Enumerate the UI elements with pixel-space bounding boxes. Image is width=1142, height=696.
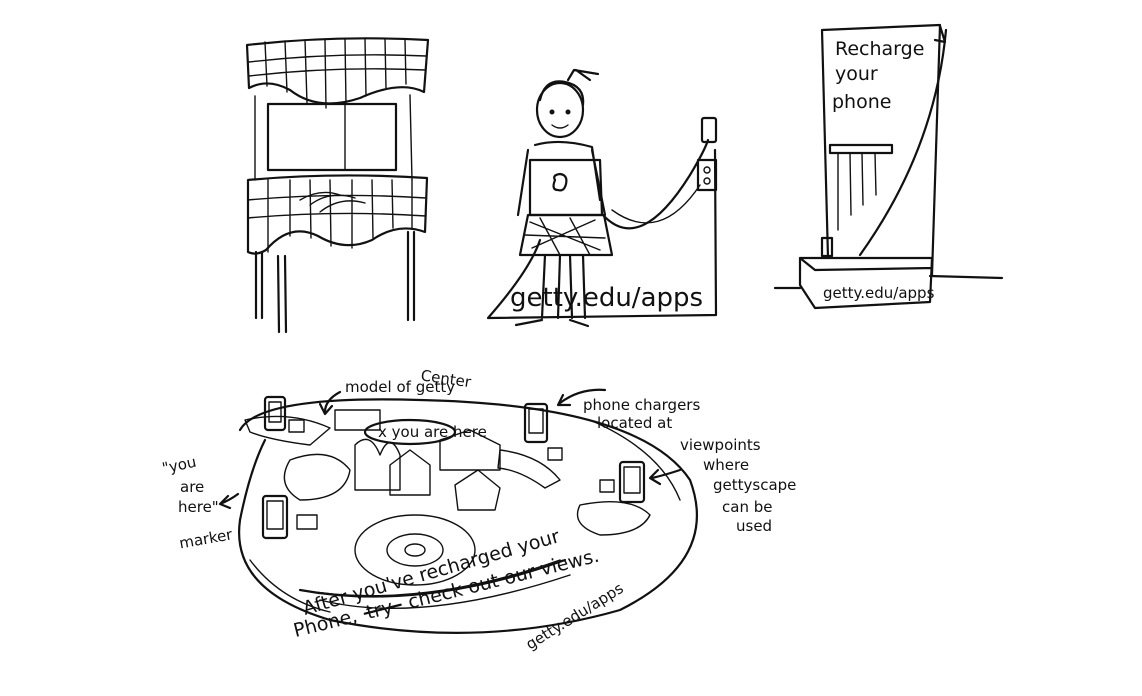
headline-line-1: Recharge — [835, 38, 924, 60]
person-eye-left — [549, 109, 555, 115]
socket-hole-2 — [703, 177, 711, 185]
site-outline-inner — [249, 419, 681, 613]
kiosk-top-valance — [245, 37, 430, 105]
charger-stand — [288, 419, 305, 433]
plaza-east — [576, 500, 651, 536]
central-garden — [354, 514, 476, 586]
phone-screen — [266, 500, 284, 530]
phone-screen — [268, 401, 282, 423]
model-arrow — [318, 390, 342, 416]
kiosk-screen — [266, 102, 398, 172]
kiosk-screen-divider — [254, 94, 413, 181]
charger-cords — [837, 152, 877, 231]
charger-arrow — [556, 388, 607, 407]
you-are-here-marker-label: x you are here — [378, 423, 487, 441]
charger-label-line-6: can be — [722, 498, 772, 516]
phone-icon — [263, 395, 287, 432]
apple-logo-icon — [552, 172, 568, 192]
person-head — [535, 81, 585, 139]
headline-line-3: phone — [832, 91, 891, 113]
charger-label-line-5: gettyscape — [713, 476, 796, 494]
site-path-bold — [298, 558, 567, 598]
caption-strikethrough — [363, 603, 402, 615]
floor-line — [773, 274, 1004, 290]
phone-icon — [618, 460, 646, 504]
charger-stand — [547, 447, 563, 461]
charger-label-line-3: viewpoints — [680, 436, 761, 454]
phone-screen — [528, 408, 544, 434]
site-outline — [238, 398, 698, 634]
building-4 — [439, 429, 501, 471]
building-1 — [354, 438, 401, 491]
charger-label-line-1: phone chargers — [583, 396, 700, 414]
charger-label-line-7: used — [736, 517, 772, 535]
wall-panel — [486, 148, 718, 320]
phone-charger-1 — [263, 395, 305, 433]
tower-phone-icon — [820, 236, 834, 258]
person-eye-right — [565, 109, 571, 115]
you-are-here-note-line-2: are — [180, 478, 204, 496]
charger-stand — [599, 479, 615, 493]
building-2 — [389, 449, 431, 496]
charger-label-line-2: located at — [597, 414, 672, 432]
socket-hole-1 — [703, 166, 711, 174]
laptop-person-sketch: getty.edu/apps — [486, 68, 718, 328]
plaza-west — [283, 453, 351, 501]
recharge-tower-sketch: Recharge your phone getty.edu/apps — [773, 23, 1004, 310]
phone-icon — [523, 402, 549, 444]
tower-swoosh — [858, 24, 948, 257]
you-are-here-oval — [363, 418, 457, 446]
headline-line-2: your — [835, 63, 878, 85]
person-skirt — [518, 213, 614, 257]
terrace-east — [497, 449, 561, 489]
paper — [135, 18, 1005, 666]
kiosk-legs — [254, 230, 416, 334]
kiosk-bottom-valance — [246, 174, 429, 255]
central-garden-core — [404, 543, 426, 557]
url-text-tower: getty.edu/apps — [823, 284, 935, 302]
charger-bar — [828, 143, 894, 155]
charger-label-line-4: where — [703, 456, 749, 474]
phone-icon — [261, 494, 289, 540]
viewpoint-arrow — [648, 468, 682, 486]
building-3 — [454, 469, 501, 511]
person-hair — [538, 68, 600, 107]
charger-stand — [296, 514, 318, 530]
skirt-scribbles — [524, 217, 606, 256]
charging-cable — [601, 138, 710, 230]
person-smile — [551, 124, 569, 129]
you-are-here-note-line-3: here" — [178, 498, 219, 516]
building-5 — [334, 409, 381, 431]
central-garden-inner — [386, 533, 444, 567]
phone-charger-3 — [599, 460, 646, 504]
phone-screen — [623, 466, 641, 494]
person-legs — [540, 253, 587, 320]
model-label-line-1: model of getty — [345, 378, 455, 396]
url-text-laptop: getty.edu/apps — [510, 283, 703, 313]
charging-cable-2 — [611, 184, 701, 224]
tower-base — [798, 256, 934, 310]
you-are-here-arrow — [218, 492, 240, 510]
kiosk-cables — [299, 191, 366, 213]
person-feet — [514, 318, 590, 328]
phone-charger-4 — [261, 494, 318, 540]
terrace-northwest — [244, 415, 331, 446]
phone-charger-2 — [523, 402, 563, 461]
phone-icon — [700, 116, 718, 144]
kiosk-sketch — [245, 37, 430, 334]
kiosk-top-grid — [248, 38, 427, 109]
